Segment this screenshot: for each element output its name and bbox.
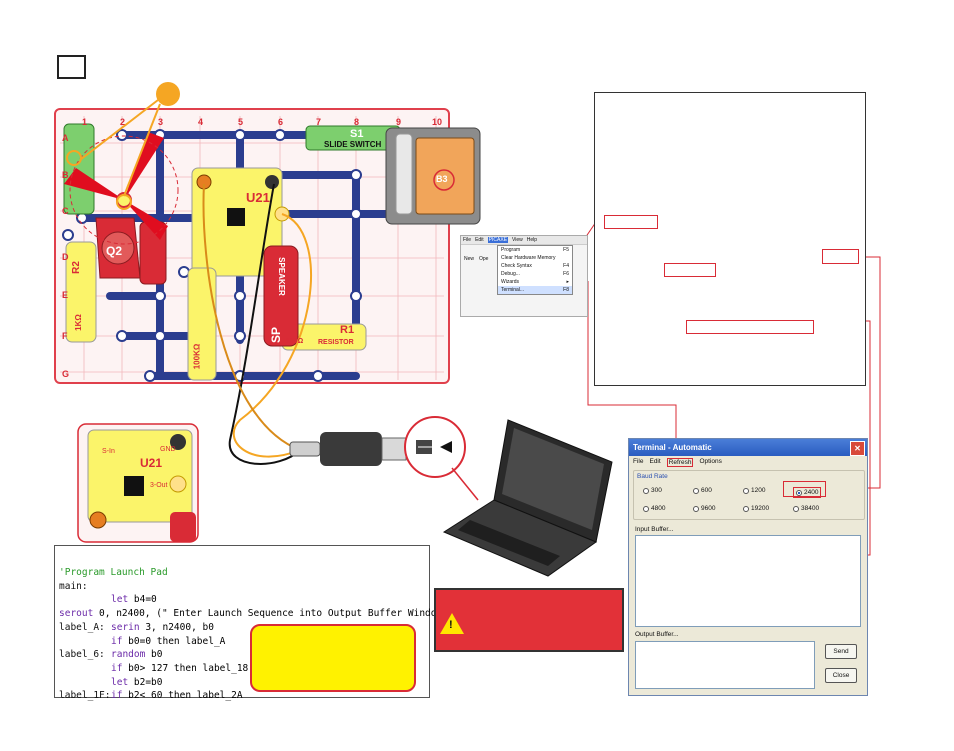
baud-600-radio[interactable]: 600: [693, 487, 712, 494]
speaker-label: SPEAKER: [276, 257, 286, 296]
baud-9600-radio[interactable]: 9600: [693, 505, 715, 512]
code-line: label_1F:if b2< 60 then label_2A: [59, 690, 243, 702]
sp-label: SP: [269, 326, 284, 344]
input-buffer-textarea[interactable]: [635, 535, 861, 627]
s1-label: S1: [350, 128, 364, 140]
column-label-6: 6: [278, 117, 284, 127]
u21-detail-label: U21: [140, 456, 163, 470]
terminal-title-bar: Terminal - Automatic ✕: [629, 439, 867, 456]
terminal-menu-refresh[interactable]: Refresh: [666, 458, 694, 467]
column-label-9: 9: [396, 117, 402, 127]
code-line: let b2=b0: [111, 676, 163, 688]
baud-300-radio[interactable]: 300: [643, 487, 662, 494]
warning-icon: !: [440, 613, 464, 634]
menu-item-terminal[interactable]: Terminal...F8: [498, 286, 572, 294]
menu-item-debug[interactable]: Debug...F6: [501, 271, 569, 277]
terminal-menu-file[interactable]: File: [633, 458, 644, 465]
output-buffer-label: Output Buffer...: [635, 631, 679, 638]
callout-box-3: [822, 249, 859, 264]
row-label-f: F: [62, 331, 68, 341]
terminal-menu-options[interactable]: Options: [699, 458, 722, 465]
picaxe-menu-screenshot: File Edit PICAXE View Help New Ope Progr…: [460, 235, 588, 317]
row-label-d: D: [62, 252, 69, 262]
column-label-10: 10: [432, 117, 443, 127]
slide-switch-label: SLIDE SWITCH: [324, 140, 382, 149]
column-label-5: 5: [238, 117, 244, 127]
input-buffer-label: Input Buffer...: [635, 526, 674, 533]
toolbar-open[interactable]: Ope: [479, 256, 489, 262]
code-line: serout 0, n2400, (" Enter Launch Sequenc…: [59, 608, 443, 620]
r2-value: 1KΩ: [73, 314, 83, 331]
gnd-pin-label: GND: [160, 446, 176, 453]
menu-picaxe[interactable]: PICAXE: [487, 237, 509, 243]
menu-edit[interactable]: Edit: [475, 237, 484, 243]
baud-38400-radio[interactable]: 38400: [793, 505, 819, 512]
callout-box-4: [686, 320, 814, 334]
code-line: label_A:serin 3, n2400, b0: [59, 621, 214, 633]
terminal-menu-edit[interactable]: Edit: [649, 458, 661, 465]
column-label-8: 8: [354, 117, 360, 127]
column-label-2: 2: [120, 117, 126, 127]
baud-rate-label: Baud Rate: [637, 473, 668, 480]
note-box: [250, 624, 416, 692]
instructions-panel: [594, 92, 866, 386]
terminal-menubar: File Edit Refresh Options: [629, 456, 867, 469]
row-label-a: A: [62, 133, 69, 143]
r5-value: 100KΩ: [192, 343, 202, 370]
baud-rate-group: [633, 470, 865, 520]
r2-label: R2: [70, 261, 82, 274]
row-label-c: C: [62, 206, 69, 216]
close-icon[interactable]: ✕: [850, 441, 865, 456]
output-buffer-textarea[interactable]: [635, 641, 815, 689]
baud-callout-box: [783, 481, 826, 497]
menu-file[interactable]: File: [463, 237, 472, 243]
row-label-b: B: [62, 170, 69, 180]
baud-19200-radio[interactable]: 19200: [743, 505, 769, 512]
baud-4800-radio[interactable]: 4800: [643, 505, 665, 512]
r1-value: 100Ω: [286, 338, 304, 345]
column-label-1: 1: [82, 117, 88, 127]
resistor-label: RESISTOR: [318, 339, 354, 346]
column-label-4: 4: [198, 117, 204, 127]
callout-box-1: [604, 215, 658, 229]
row-label-g: G: [62, 369, 70, 379]
terminal-window: Terminal - Automatic ✕ File Edit Refresh…: [628, 438, 868, 696]
b3-label: B3: [436, 174, 448, 184]
menu-item-wizards[interactable]: Wizards▸: [501, 279, 569, 285]
menu-help[interactable]: Help: [526, 237, 538, 243]
terminal-title: Terminal - Automatic: [633, 443, 712, 452]
close-button[interactable]: Close: [825, 668, 857, 683]
callout-box-2: [664, 263, 716, 277]
step-number-box: [57, 55, 86, 79]
menu-view[interactable]: View: [512, 237, 523, 243]
code-comment: 'Program Launch Pad: [59, 567, 168, 578]
3-out-pin-label: 3-Out: [150, 482, 168, 489]
column-label-3: 3: [158, 117, 164, 127]
s-in-pin-label: S-In: [102, 448, 115, 455]
r1-label: R1: [340, 324, 355, 336]
code-line: label_6:random b0: [59, 649, 163, 661]
u21-label: U21: [246, 190, 270, 205]
q2-label: Q2: [106, 244, 123, 258]
warning-box: [434, 588, 624, 652]
send-button[interactable]: Send: [825, 644, 857, 659]
row-label-e: E: [62, 290, 69, 300]
column-label-7: 7: [316, 117, 322, 127]
code-line: if b0=0 then label_A: [111, 635, 226, 647]
baud-2400-radio[interactable]: 2400: [793, 487, 822, 498]
code-line: if b0> 127 then label_18: [111, 662, 249, 674]
code-line: main:: [59, 580, 88, 592]
baud-1200-radio[interactable]: 1200: [743, 487, 765, 494]
toolbar-new[interactable]: New: [464, 256, 475, 262]
menu-item-clear-memory[interactable]: Clear Hardware Memory: [501, 255, 556, 261]
code-line: let b4=0: [111, 594, 157, 606]
